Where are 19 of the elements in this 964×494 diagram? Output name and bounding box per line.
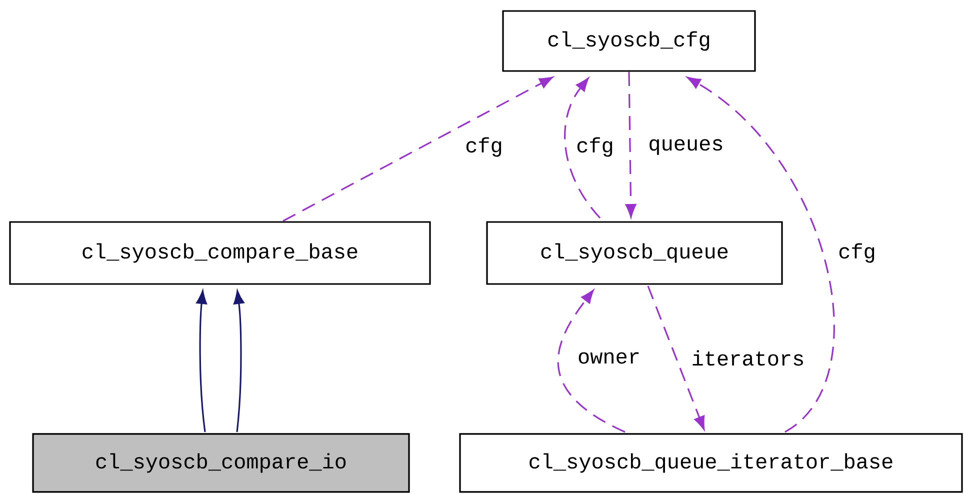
arrow	[647, 286, 705, 430]
class-box: cl_syoscb_queue	[486, 221, 783, 285]
arrow	[557, 290, 626, 433]
arrow	[564, 78, 601, 218]
edge-label: cfg	[837, 242, 877, 264]
edge-label: owner	[576, 351, 642, 365]
class-box: cl_syoscb_queue_iterator_base	[459, 433, 963, 493]
arrow	[625, 72, 636, 218]
arrow	[687, 76, 835, 433]
class-box: cl_syoscb_compare_base	[9, 221, 431, 285]
arrow	[234, 290, 244, 432]
arrow	[282, 76, 553, 222]
class-box: cl_syoscb_cfg	[502, 10, 756, 72]
edge-label: cfg	[575, 136, 615, 158]
edge-label: iterators	[690, 349, 806, 367]
edge-label: queues	[647, 138, 725, 156]
edge-label: cfg	[464, 136, 504, 158]
arrow	[196, 290, 207, 432]
class-box: cl_syoscb_compare_io	[32, 433, 410, 493]
